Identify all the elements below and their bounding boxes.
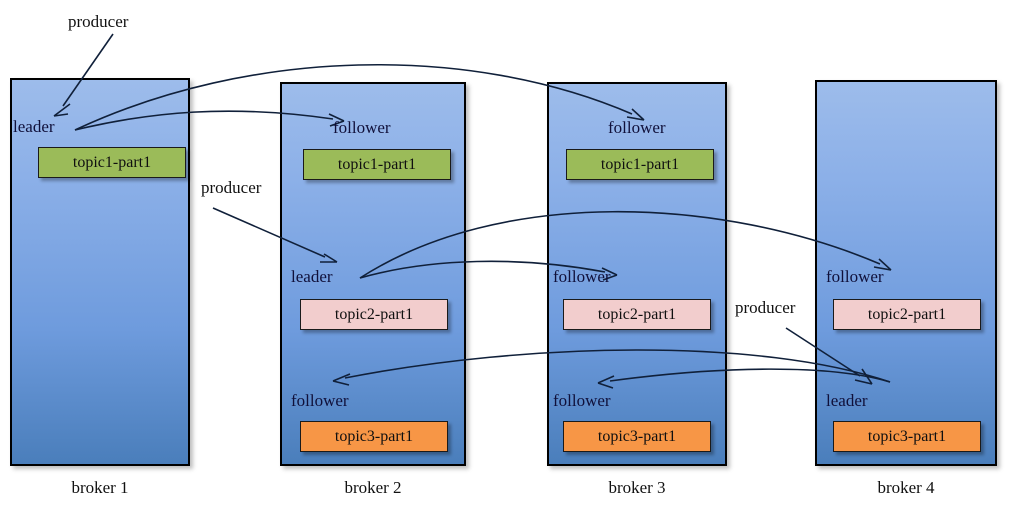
broker-3-caption: broker 3 [608,478,666,497]
broker-2-role-follower-topic3: follower [291,391,349,410]
broker-3-partition-topic3: topic3-part1 [563,421,711,452]
broker-3-role-follower-topic1: follower [608,118,666,137]
broker-4-partition-topic3: topic3-part1 [833,421,981,452]
producer-label-2: producer [201,178,262,197]
broker-1-role-leader: leader [13,117,55,136]
broker-1-caption: broker 1 [71,478,129,497]
broker-3-role-follower-topic3: follower [553,391,611,410]
broker-4-role-follower-topic2: follower [826,267,884,286]
broker-3-partition-topic1: topic1-part1 [566,149,714,180]
broker-1-partition-topic1: topic1-part1 [38,147,186,178]
broker-2-partition-topic2: topic2-part1 [300,299,448,330]
broker-2-partition-topic1: topic1-part1 [303,149,451,180]
broker-2-partition-topic3: topic3-part1 [300,421,448,452]
broker-2-role-follower-topic1: follower [333,118,391,137]
broker-3-role-follower-topic2: follower [553,267,611,286]
broker-2-caption: broker 2 [344,478,402,497]
broker-box-1 [10,78,190,466]
broker-2-role-leader-topic2: leader [291,267,333,286]
producer-label-3: producer [735,298,796,317]
broker-4-partition-topic2: topic2-part1 [833,299,981,330]
broker-3-partition-topic2: topic2-part1 [563,299,711,330]
broker-4-role-leader-topic3: leader [826,391,868,410]
producer-label-1: producer [68,12,129,31]
broker-4-caption: broker 4 [877,478,935,497]
